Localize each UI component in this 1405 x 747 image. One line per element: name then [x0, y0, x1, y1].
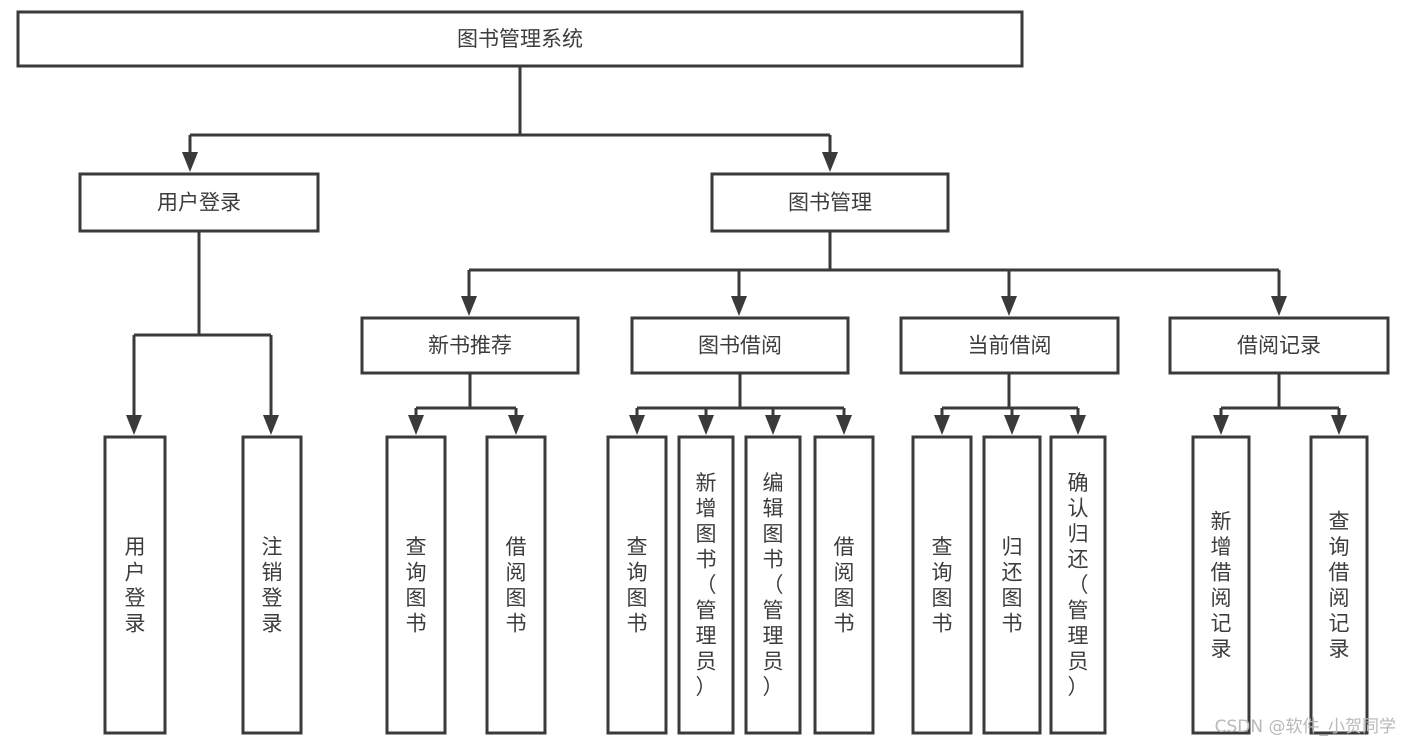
node-label-leaf-query-book-bb: 查询图书	[627, 535, 648, 636]
node-label-root: 图书管理系统	[457, 27, 583, 51]
node-box-leaf-borrow-book-rec[interactable]	[485, 435, 547, 735]
level2-node-user-login[interactable]: 用户登录	[78, 172, 320, 233]
node-box-leaf-query-book-cb[interactable]	[911, 435, 973, 735]
leaf-node-leaf-confirm-return[interactable]: 确认归还（管理员）	[1049, 435, 1107, 735]
node-box-user-login[interactable]	[78, 172, 320, 233]
node-box-leaf-confirm-return[interactable]	[1049, 435, 1107, 735]
arrow-down-icon	[1001, 296, 1017, 316]
leaf-node-leaf-borrow-book-rec[interactable]: 借阅图书	[485, 435, 547, 735]
leaf-node-leaf-return-book[interactable]: 归还图书	[982, 435, 1042, 735]
arrow-down-icon	[263, 415, 279, 435]
node-box-new-book-rec[interactable]	[360, 316, 580, 375]
level3-node-current-borrow[interactable]: 当前借阅	[899, 316, 1120, 375]
node-label-leaf-query-record: 查询借阅记录	[1329, 509, 1350, 661]
node-box-leaf-return-book[interactable]	[982, 435, 1042, 735]
node-label-user-login: 用户登录	[157, 191, 241, 215]
node-label-leaf-edit-book: 编辑图书（管理员）	[763, 471, 784, 699]
leaf-node-leaf-edit-book[interactable]: 编辑图书（管理员）	[744, 435, 802, 735]
arrow-down-icon	[836, 415, 852, 435]
node-label-leaf-borrow-book-bb: 借阅图书	[834, 535, 855, 636]
level3-node-borrow-record[interactable]: 借阅记录	[1168, 316, 1390, 375]
node-label-leaf-borrow-book-rec: 借阅图书	[506, 535, 527, 636]
arrow-down-icon	[1331, 415, 1347, 435]
node-box-borrow-record[interactable]	[1168, 316, 1390, 375]
arrow-down-icon	[765, 415, 781, 435]
leaf-node-leaf-query-record[interactable]: 查询借阅记录	[1309, 435, 1369, 735]
node-box-leaf-logout[interactable]	[241, 435, 303, 735]
arrow-down-icon	[698, 415, 714, 435]
arrow-down-icon	[182, 152, 198, 172]
arrow-down-icon	[1213, 415, 1229, 435]
level3-node-book-borrow[interactable]: 图书借阅	[630, 316, 850, 375]
arrow-down-icon	[1271, 296, 1287, 316]
arrow-down-icon	[126, 415, 142, 435]
leaf-node-leaf-logout[interactable]: 注销登录	[241, 435, 303, 735]
leaf-node-leaf-query-book-cb[interactable]: 查询图书	[911, 435, 973, 735]
arrow-down-icon	[1070, 415, 1086, 435]
arrow-down-icon	[731, 296, 747, 316]
node-label-current-borrow: 当前借阅	[968, 334, 1052, 358]
leaf-node-leaf-add-book[interactable]: 新增图书（管理员）	[677, 435, 735, 735]
node-box-book-manage[interactable]	[710, 172, 950, 233]
node-box-leaf-add-book[interactable]	[677, 435, 735, 735]
node-box-current-borrow[interactable]	[899, 316, 1120, 375]
leaf-node-leaf-query-book-bb[interactable]: 查询图书	[606, 435, 668, 735]
arrow-down-icon	[629, 415, 645, 435]
csdn-watermark: CSDN @软件_小贺同学	[1215, 717, 1396, 737]
node-label-leaf-query-book-rec: 查询图书	[406, 535, 427, 636]
node-label-leaf-logout: 注销登录	[262, 535, 283, 636]
node-label-leaf-query-book-cb: 查询图书	[932, 535, 953, 636]
arrow-down-icon	[461, 296, 477, 316]
node-box-root[interactable]	[16, 10, 1024, 68]
node-label-book-manage: 图书管理	[788, 191, 872, 215]
connectors-layer	[126, 66, 1347, 435]
leaf-node-leaf-add-record[interactable]: 新增借阅记录	[1191, 435, 1251, 735]
node-box-leaf-query-record[interactable]	[1309, 435, 1369, 735]
arrow-down-icon	[934, 415, 950, 435]
nodes-layer: 图书管理系统用户登录图书管理新书推荐图书借阅当前借阅借阅记录用户登录注销登录查询…	[16, 10, 1390, 735]
arrow-down-icon	[822, 152, 838, 172]
leaf-node-leaf-query-book-rec[interactable]: 查询图书	[385, 435, 447, 735]
node-box-leaf-query-book-rec[interactable]	[385, 435, 447, 735]
node-label-leaf-confirm-return: 确认归还（管理员）	[1068, 471, 1089, 699]
node-label-leaf-user-login: 用户登录	[125, 535, 146, 636]
node-box-leaf-edit-book[interactable]	[744, 435, 802, 735]
arrow-down-icon	[508, 415, 524, 435]
node-label-new-book-rec: 新书推荐	[428, 334, 512, 358]
node-box-leaf-borrow-book-bb[interactable]	[813, 435, 875, 735]
node-box-book-borrow[interactable]	[630, 316, 850, 375]
level2-node-book-manage[interactable]: 图书管理	[710, 172, 950, 233]
level3-node-new-book-rec[interactable]: 新书推荐	[360, 316, 580, 375]
root-node-root[interactable]: 图书管理系统	[16, 10, 1024, 68]
node-label-leaf-add-book: 新增图书（管理员）	[696, 471, 717, 699]
arrow-down-icon	[1004, 415, 1020, 435]
node-box-leaf-add-record[interactable]	[1191, 435, 1251, 735]
node-label-book-borrow: 图书借阅	[698, 334, 782, 358]
node-box-leaf-query-book-bb[interactable]	[606, 435, 668, 735]
leaf-node-leaf-borrow-book-bb[interactable]: 借阅图书	[813, 435, 875, 735]
node-label-leaf-return-book: 归还图书	[1002, 535, 1023, 636]
node-box-leaf-user-login[interactable]	[103, 435, 167, 735]
node-label-leaf-add-record: 新增借阅记录	[1211, 509, 1232, 661]
arrow-down-icon	[408, 415, 424, 435]
node-label-borrow-record: 借阅记录	[1237, 334, 1321, 358]
leaf-node-leaf-user-login[interactable]: 用户登录	[103, 435, 167, 735]
